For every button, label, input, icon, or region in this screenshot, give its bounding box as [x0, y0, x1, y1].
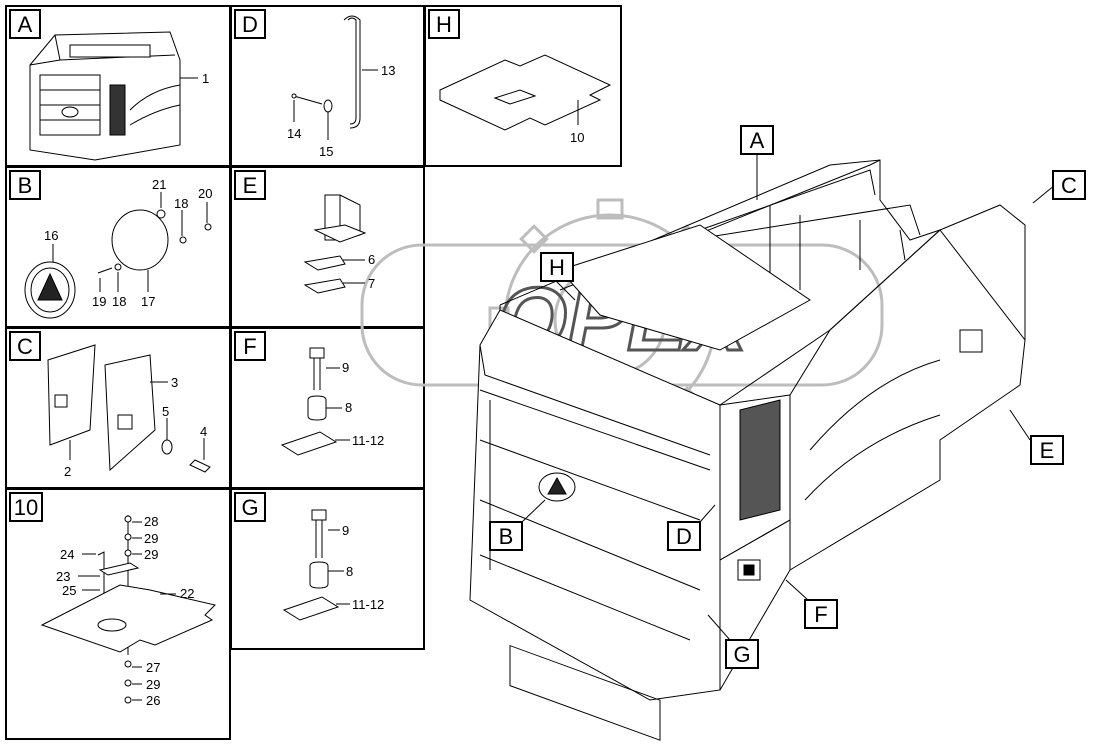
- side-cover-parts: [47, 344, 211, 473]
- part-number: 13: [381, 63, 395, 78]
- part-number: 6: [368, 252, 375, 267]
- main-callouts: A H C E B D F G: [489, 125, 1086, 669]
- part-number: 10: [570, 130, 584, 145]
- cabin-thumbnail: [29, 31, 181, 161]
- main-cabin-drawing: [469, 159, 1026, 741]
- panel-f: F 9 8 11-12: [234, 331, 384, 456]
- part-number: 18: [112, 294, 126, 309]
- part-number: 23: [56, 569, 70, 584]
- callout-h: H: [549, 255, 565, 280]
- panel-frames: [5, 5, 622, 740]
- part-number: 7: [368, 276, 375, 291]
- panel-letter: F: [243, 334, 256, 359]
- part-number: 21: [152, 177, 166, 192]
- handle-part: [291, 15, 361, 129]
- part-number: 20: [198, 186, 212, 201]
- callout-g: G: [733, 642, 750, 667]
- callout-e: E: [1040, 438, 1055, 463]
- mount-parts: [280, 347, 338, 456]
- callout-d: D: [676, 524, 692, 549]
- part-number: 18: [174, 196, 188, 211]
- emblem-parts: [24, 209, 212, 319]
- panel-letter: H: [436, 12, 452, 37]
- callout-f: F: [814, 602, 827, 627]
- part-number: 25: [62, 583, 76, 598]
- panel-letter: E: [243, 173, 258, 198]
- part-number: 28: [144, 514, 158, 529]
- plate-part: [439, 54, 612, 131]
- panel-letter: G: [241, 495, 258, 520]
- panel-letter: 10: [14, 495, 38, 520]
- part-number: 8: [346, 564, 353, 579]
- part-number: 2: [64, 464, 71, 479]
- part-number: 26: [146, 693, 160, 708]
- panel-10: 10 28 29 24 29 23 25 22 27 29: [9, 492, 216, 708]
- part-number: 15: [319, 144, 333, 159]
- part-number: 19: [92, 294, 106, 309]
- part-number: 5: [162, 404, 169, 419]
- part-number: 11-12: [352, 433, 384, 448]
- panel-a: A 1: [9, 9, 209, 161]
- panel-letter: B: [18, 173, 33, 198]
- panel-d: D 13 14 15: [234, 9, 395, 159]
- callout-a: A: [750, 128, 765, 153]
- part-number: 8: [345, 400, 352, 415]
- panel-letter: A: [18, 12, 33, 37]
- part-number: 11-12: [352, 597, 384, 612]
- panel-g: G 9 8 11-12: [234, 492, 384, 621]
- part-number: 29: [144, 531, 158, 546]
- part-number: 9: [342, 523, 349, 538]
- bracket-parts: [303, 194, 367, 294]
- panel-e: E 6 7: [234, 170, 375, 294]
- part-number: 4: [200, 424, 207, 439]
- panel-h: H 10: [428, 9, 612, 145]
- callout-b: B: [499, 524, 514, 549]
- part-number: 24: [60, 547, 74, 562]
- part-number: 17: [141, 294, 155, 309]
- part-number: 27: [146, 660, 160, 675]
- part-number: 3: [171, 375, 178, 390]
- part-number: 29: [146, 677, 160, 692]
- part-number: 14: [287, 126, 301, 141]
- panel-b: B 21 18 20 16 19 18 17: [9, 170, 212, 319]
- mount-parts: [282, 509, 340, 621]
- panel-letter: D: [242, 12, 258, 37]
- floor-plate-parts: [40, 515, 216, 704]
- part-number: 29: [144, 547, 158, 562]
- panel-letter: C: [17, 334, 33, 359]
- panel-c: C 3 5 4 2: [9, 331, 211, 479]
- callout-c: C: [1061, 173, 1077, 198]
- part-number: 9: [342, 360, 349, 375]
- part-number: 1: [202, 71, 209, 86]
- part-number: 16: [44, 228, 58, 243]
- part-number: 22: [180, 586, 194, 601]
